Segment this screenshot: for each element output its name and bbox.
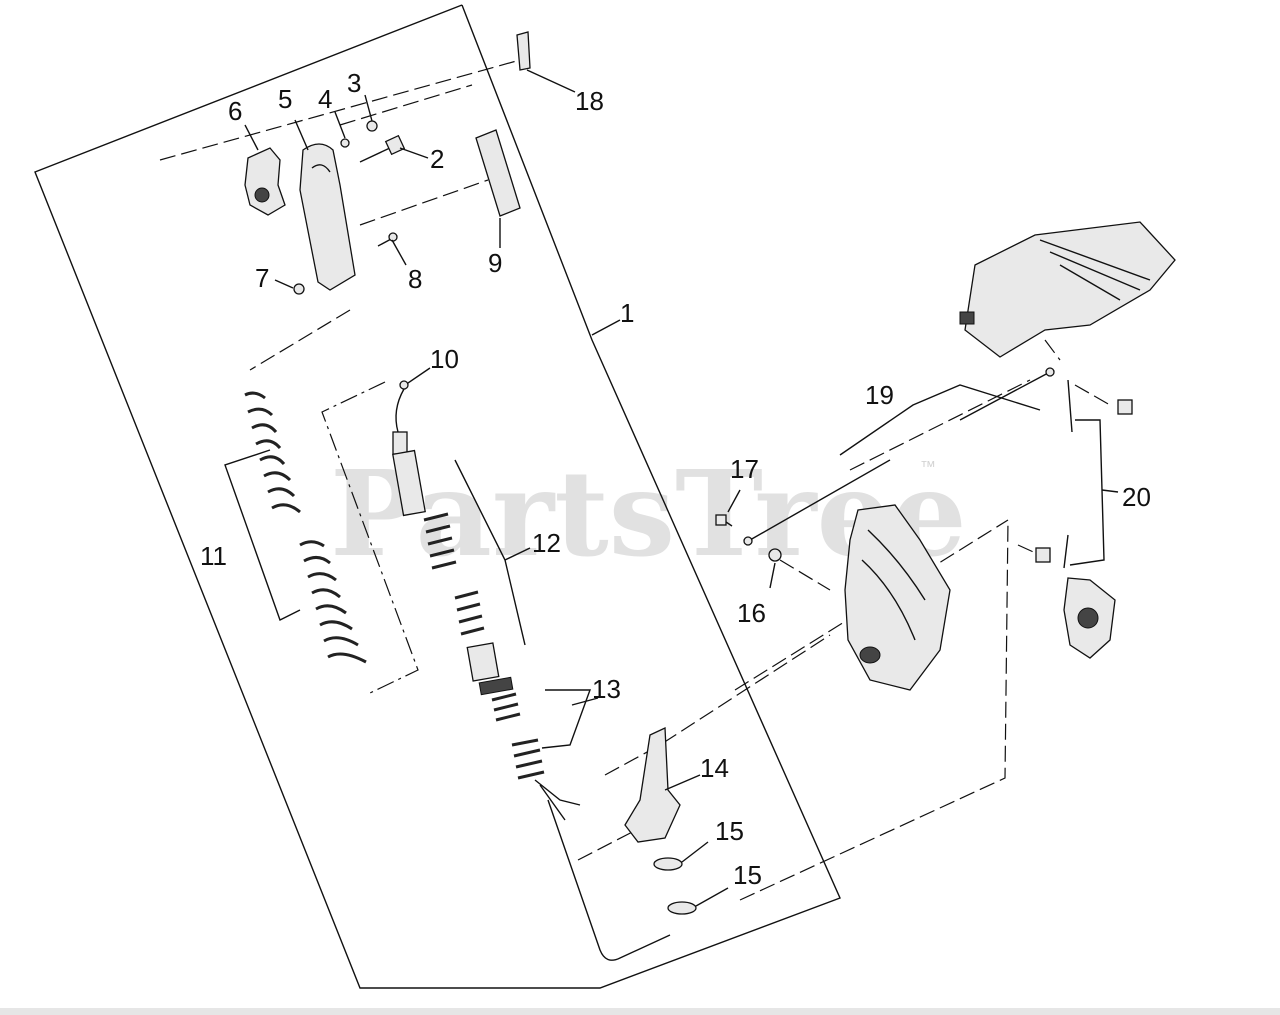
callout-17: 17 xyxy=(730,454,759,484)
part-16-washer xyxy=(768,548,782,562)
leader-lines xyxy=(224,69,1119,907)
callout-12: 12 xyxy=(532,528,561,558)
part-19-rods xyxy=(743,367,1055,546)
part-5-handle xyxy=(299,143,356,291)
callout-16: 16 xyxy=(737,598,766,628)
part-3-nut xyxy=(366,120,378,132)
callout-6: 6 xyxy=(228,96,242,126)
callout-18: 18 xyxy=(575,86,604,116)
part-13-springs xyxy=(491,692,671,961)
callout-14: 14 xyxy=(700,753,729,783)
part-2-screw xyxy=(359,134,406,163)
part-20-carburetor xyxy=(1035,379,1133,659)
part-9-decal xyxy=(475,129,521,217)
assembly-outline xyxy=(34,4,841,989)
callout-13: 13 xyxy=(592,674,621,704)
part-12-cable-tube xyxy=(392,449,514,696)
callout-4: 4 xyxy=(318,84,332,114)
top-shroud xyxy=(959,221,1176,358)
guide-lines xyxy=(159,59,1111,901)
part-15-grommet-b xyxy=(667,901,697,915)
bottom-strip xyxy=(0,1008,1280,1015)
callout-9: 9 xyxy=(488,248,502,278)
part-6-trigger xyxy=(244,147,286,216)
callout-1: 1 xyxy=(620,298,634,328)
fan-housing xyxy=(844,504,951,691)
part-8-screw xyxy=(377,232,398,247)
part-10-cable-end xyxy=(392,380,409,455)
part-11-springs xyxy=(244,391,367,664)
part-15-grommet-a xyxy=(653,857,683,871)
callout-2: 2 xyxy=(430,144,444,174)
callout-15-lower: 15 xyxy=(733,860,762,890)
callout-3: 3 xyxy=(347,68,361,98)
callout-19: 19 xyxy=(865,380,894,410)
part-7-nut xyxy=(293,283,305,295)
callout-5: 5 xyxy=(278,84,292,114)
part-14-bracket xyxy=(624,727,681,843)
callout-7: 7 xyxy=(255,263,269,293)
callout-15-upper: 15 xyxy=(715,816,744,846)
part-18-decal xyxy=(516,31,531,71)
watermark-trademark: ™ xyxy=(920,459,936,476)
callout-11: 11 xyxy=(200,541,227,571)
part-4-washer xyxy=(340,138,350,148)
callout-10: 10 xyxy=(430,344,459,374)
part-17-screw xyxy=(715,514,733,527)
callout-labels: 1 2 3 4 5 6 7 8 9 10 11 12 13 14 15 15 1… xyxy=(200,68,1151,890)
callout-8: 8 xyxy=(408,264,422,294)
callout-20: 20 xyxy=(1122,482,1151,512)
